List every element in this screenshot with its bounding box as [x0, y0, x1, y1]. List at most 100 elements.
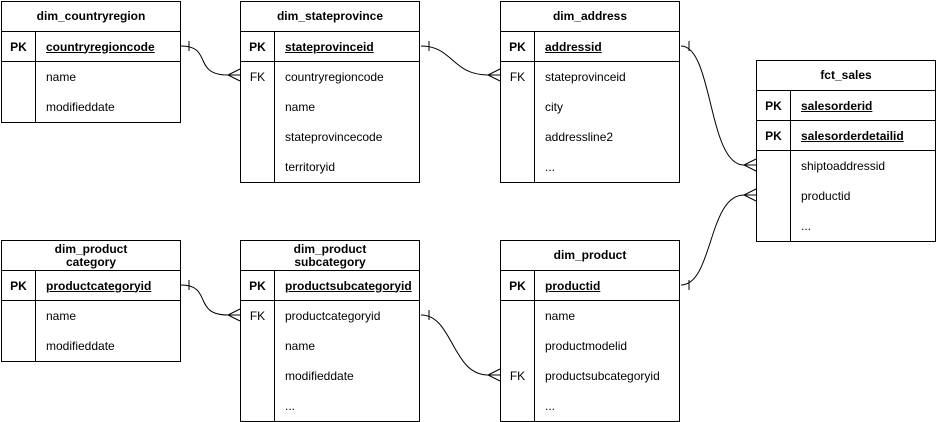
- column-name: productcategoryid: [46, 278, 152, 293]
- relationship-line[interactable]: [180, 284, 229, 316]
- table-row[interactable]: FK countryregioncode: [241, 62, 419, 92]
- relationship-line[interactable]: [680, 194, 745, 286]
- entity-columns: PK addressid FK stateprovinceid city add…: [501, 32, 679, 182]
- table-row[interactable]: modifieddate: [241, 361, 419, 391]
- table-row[interactable]: stateprovincecode: [241, 122, 419, 152]
- table-row[interactable]: PK salesorderdetailid: [757, 121, 935, 151]
- table-row[interactable]: ...: [241, 391, 419, 421]
- table-row[interactable]: ...: [501, 152, 679, 182]
- table-row[interactable]: PK addressid: [501, 32, 679, 62]
- pk-label: PK: [249, 39, 266, 54]
- table-row[interactable]: ...: [501, 391, 679, 421]
- table-row[interactable]: modifieddate: [2, 92, 180, 122]
- column-name: productsubcategoryid: [545, 369, 660, 383]
- table-row[interactable]: name: [241, 92, 419, 122]
- entity-columns: PK productid name productmodelid FK prod…: [501, 271, 679, 421]
- table-row[interactable]: productid: [757, 181, 935, 211]
- entity-dim-product[interactable]: dim_product PK productid name productmod…: [500, 240, 680, 422]
- entity-columns: PK productsubcategoryid FK productcatego…: [241, 271, 419, 421]
- column-name: ...: [545, 160, 556, 174]
- column-name: shiptoaddressid: [801, 159, 886, 173]
- column-name: ...: [285, 399, 296, 413]
- table-row[interactable]: addressline2: [501, 122, 679, 152]
- column-name: productsubcategoryid: [285, 278, 412, 293]
- key-label: [501, 122, 534, 152]
- entity-fct-sales[interactable]: fct_sales PK salesorderid PK salesorderd…: [756, 60, 936, 242]
- column-name: countryregioncode: [285, 70, 384, 84]
- entity-title: dim_product: [501, 241, 679, 271]
- key-label: [241, 391, 274, 421]
- column-name: ...: [801, 219, 812, 233]
- relationship-dim_product-category-to-dim_product-subcategory[interactable]: [180, 280, 241, 322]
- entity-dim-product-subcategory[interactable]: dim_product subcategory PK productsubcat…: [240, 240, 420, 422]
- table-row[interactable]: PK countryregioncode: [2, 32, 180, 62]
- entity-dim-stateprovince[interactable]: dim_stateprovince PK stateprovinceid FK …: [240, 1, 420, 183]
- relationship-dim_address-to-fct_sales[interactable]: [680, 41, 757, 172]
- column-name: name: [46, 309, 77, 323]
- column-name: name: [46, 70, 77, 84]
- pk-label: PK: [10, 278, 27, 293]
- column-name: productid: [545, 278, 601, 293]
- table-row[interactable]: territoryid: [241, 152, 419, 182]
- relationship-line[interactable]: [680, 45, 745, 166]
- table-row[interactable]: modifieddate: [2, 331, 180, 361]
- column-name: stateprovinceid: [545, 70, 626, 84]
- table-row[interactable]: name: [2, 301, 180, 331]
- column-name: name: [285, 339, 316, 353]
- table-row[interactable]: productmodelid: [501, 331, 679, 361]
- relationship-line[interactable]: [180, 45, 229, 76]
- table-row[interactable]: PK productsubcategoryid: [241, 271, 419, 301]
- relationship-dim_stateprovince-to-dim_address[interactable]: [420, 41, 501, 82]
- relationship-line[interactable]: [420, 314, 489, 376]
- relationship-dim_countryregion-to-dim_stateprovince[interactable]: [180, 41, 241, 82]
- column-name: productid: [801, 189, 851, 203]
- relationship-line[interactable]: [420, 45, 489, 76]
- key-label: [501, 301, 534, 331]
- entity-dim-address[interactable]: dim_address PK addressid FK stateprovinc…: [500, 1, 680, 183]
- relationship-dim_product-to-fct_sales[interactable]: [680, 188, 757, 290]
- column-name: modifieddate: [285, 369, 354, 383]
- table-row[interactable]: ...: [757, 211, 935, 241]
- table-row[interactable]: name: [241, 331, 419, 361]
- fk-label: FK: [249, 70, 266, 84]
- table-row[interactable]: PK stateprovinceid: [241, 32, 419, 62]
- table-row[interactable]: FK productcategoryid: [241, 301, 419, 331]
- crow-foot-marker-icon: [486, 68, 501, 82]
- fk-label: FK: [249, 309, 266, 323]
- key-label: [757, 181, 790, 211]
- table-row[interactable]: PK productid: [501, 271, 679, 301]
- entity-dim-countryregion[interactable]: dim_countryregion PK countryregioncode n…: [1, 1, 181, 123]
- key-label: [757, 151, 790, 181]
- column-name: modifieddate: [46, 100, 115, 114]
- key-label: [241, 361, 274, 391]
- key-label: [757, 211, 790, 241]
- key-label: [2, 62, 35, 92]
- key-label: [241, 92, 274, 122]
- table-row[interactable]: PK productcategoryid: [2, 271, 180, 301]
- entity-columns: PK salesorderid PK salesorderdetailid sh…: [757, 91, 935, 241]
- entity-dim-product-category[interactable]: dim_product category PK productcategoryi…: [1, 240, 181, 362]
- relationship-dim_product-subcategory-to-dim_product[interactable]: [420, 310, 501, 382]
- column-name: productmodelid: [545, 339, 628, 353]
- key-label: [241, 152, 274, 182]
- table-row[interactable]: PK salesorderid: [757, 91, 935, 121]
- entity-title: dim_stateprovince: [241, 2, 419, 32]
- column-name: ...: [545, 399, 556, 413]
- key-label: [501, 331, 534, 361]
- pk-label: PK: [509, 278, 526, 293]
- crow-foot-marker-icon: [486, 368, 501, 382]
- column-name: territoryid: [285, 160, 336, 174]
- entity-title: dim_product category: [2, 241, 180, 271]
- table-row[interactable]: city: [501, 92, 679, 122]
- column-name: modifieddate: [46, 339, 115, 353]
- pk-label: PK: [765, 128, 782, 143]
- table-row[interactable]: name: [2, 62, 180, 92]
- entity-columns: PK countryregioncode name modifieddate: [2, 32, 180, 122]
- table-row[interactable]: name: [501, 301, 679, 331]
- table-row[interactable]: shiptoaddressid: [757, 151, 935, 181]
- column-name: salesorderdetailid: [801, 128, 904, 143]
- key-label: [2, 331, 35, 361]
- table-row[interactable]: FK productsubcategoryid: [501, 361, 679, 391]
- table-row[interactable]: FK stateprovinceid: [501, 62, 679, 92]
